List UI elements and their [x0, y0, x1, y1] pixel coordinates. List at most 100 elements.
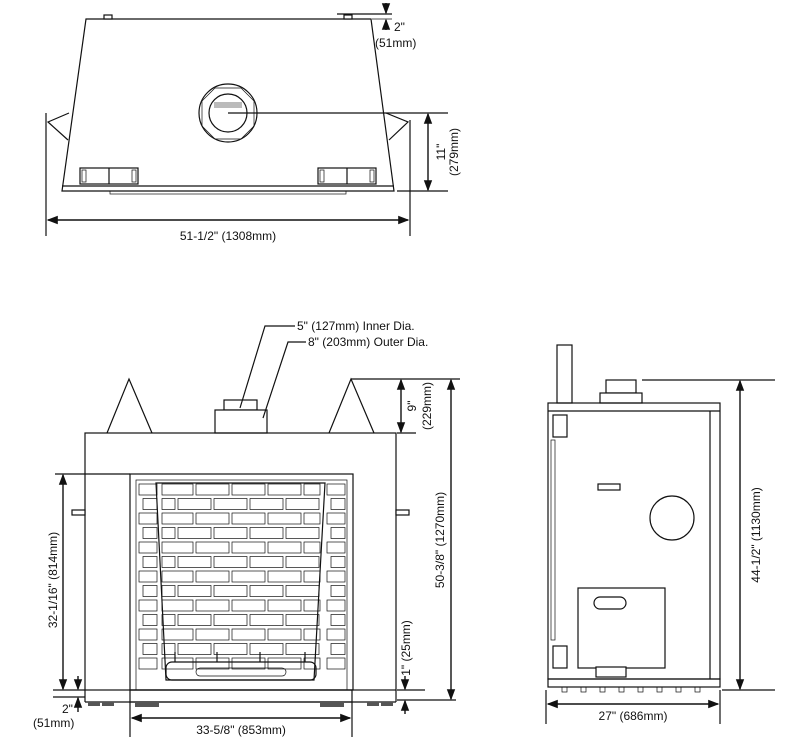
brick	[267, 541, 302, 554]
brick	[195, 657, 230, 670]
side-feet	[561, 686, 701, 693]
brick	[195, 599, 230, 612]
brick	[231, 541, 266, 554]
brick	[267, 657, 302, 670]
brick	[161, 556, 176, 568]
brick	[177, 614, 212, 626]
side-brick	[138, 599, 158, 612]
side-brick	[326, 570, 346, 583]
top-center-height-dim: 11"	[434, 144, 448, 161]
brick	[177, 527, 212, 539]
brick	[195, 570, 230, 583]
leveling-feet	[88, 702, 393, 707]
brick	[303, 512, 321, 525]
top-vent-left	[79, 167, 139, 185]
brick	[161, 483, 194, 496]
brick	[161, 570, 194, 583]
side-vent-knockout	[649, 495, 695, 541]
side-brick	[326, 541, 346, 554]
brick	[195, 512, 230, 525]
brick	[161, 643, 176, 655]
side-brick	[138, 570, 158, 583]
brick	[231, 483, 266, 496]
burner	[165, 652, 317, 681]
brick	[177, 585, 212, 597]
brick	[285, 614, 320, 626]
brick	[161, 628, 194, 641]
brick	[267, 512, 302, 525]
side-brick	[326, 483, 346, 496]
base-dim: 2"	[62, 702, 73, 716]
brick	[177, 498, 212, 510]
brick	[267, 483, 302, 496]
side-foot	[675, 686, 682, 693]
brick	[285, 585, 320, 597]
hearth-dim: 1" (25mm)	[399, 620, 413, 676]
brick	[249, 614, 284, 626]
outer-dia-label: 8" (203mm) Outer Dia.	[308, 335, 428, 349]
brick	[161, 614, 176, 626]
brick	[213, 614, 248, 626]
right-flange	[385, 112, 410, 141]
side-brick	[330, 614, 346, 626]
top-offset-dim-mm: (51mm)	[375, 36, 416, 50]
firebox-back	[155, 482, 326, 681]
brick	[213, 498, 248, 510]
side-brick	[326, 512, 346, 525]
side-brick	[142, 585, 158, 597]
side-foot	[637, 686, 644, 693]
side-brick	[330, 527, 346, 539]
side-brick	[142, 498, 158, 510]
side-brick	[330, 643, 346, 655]
brick	[231, 657, 266, 670]
brick	[285, 643, 320, 655]
side-brick	[330, 498, 346, 510]
front-view: 5" (127mm) Inner Dia. 8" (203mm) Outer D…	[33, 319, 460, 737]
brick	[285, 527, 320, 539]
top-view: 2" (51mm) 11" (279mm) 51-1/2" (1308mm)	[45, 3, 461, 243]
side-brick	[142, 527, 158, 539]
brick	[267, 599, 302, 612]
side-view: 44-1/2" (1130mm) 27" (686mm)	[545, 344, 775, 724]
brick	[285, 498, 320, 510]
brick	[303, 483, 321, 496]
total-height-dim: 50-3/8" (1270mm)	[433, 492, 447, 588]
top-offset-dim: 2"	[394, 20, 405, 34]
brick	[267, 570, 302, 583]
brick	[249, 498, 284, 510]
front-body	[84, 432, 397, 691]
side-chimney-stub	[556, 344, 573, 404]
base-dim-mm: (51mm)	[33, 716, 74, 730]
top-width-dim: 51-1/2" (1308mm)	[180, 229, 276, 243]
brick	[285, 556, 320, 568]
side-foot	[618, 686, 625, 693]
side-brick	[326, 628, 346, 641]
brick	[213, 585, 248, 597]
side-foot	[694, 686, 701, 693]
brick	[195, 628, 230, 641]
side-foot	[561, 686, 568, 693]
right-standoff	[328, 377, 375, 434]
brick	[249, 556, 284, 568]
brick	[161, 541, 194, 554]
inner-dia-label: 5" (127mm) Inner Dia.	[297, 319, 415, 333]
brick	[213, 556, 248, 568]
brick	[303, 628, 321, 641]
side-brick	[330, 556, 346, 568]
side-foot	[656, 686, 663, 693]
brick	[213, 527, 248, 539]
side-brick	[326, 599, 346, 612]
brick	[161, 498, 176, 510]
brick	[249, 643, 284, 655]
brick	[231, 599, 266, 612]
opening-width-dim: 33-5/8" (853mm)	[196, 723, 286, 737]
side-brick	[330, 585, 346, 597]
side-inner-collar	[605, 379, 637, 394]
standoff-dim-mm: (229mm)	[420, 382, 434, 430]
brick	[231, 512, 266, 525]
brick	[303, 541, 321, 554]
side-brick	[142, 643, 158, 655]
side-brick	[326, 657, 346, 670]
